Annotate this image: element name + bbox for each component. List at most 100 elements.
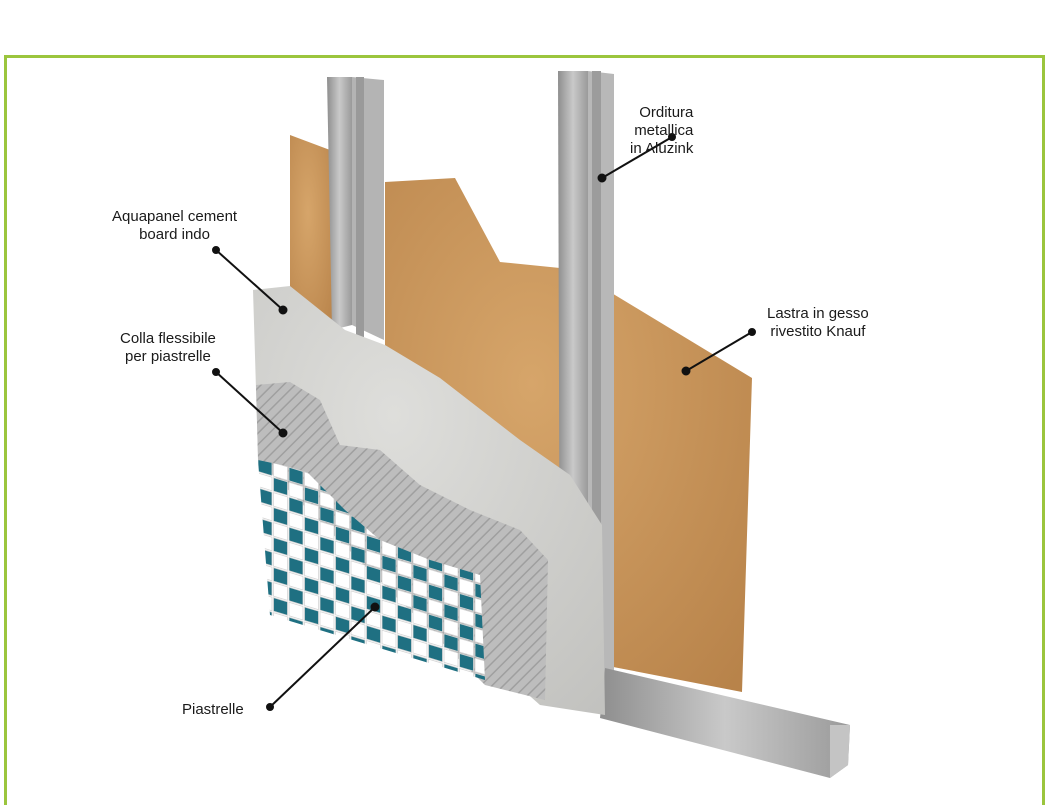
tile xyxy=(319,566,335,585)
tile xyxy=(288,616,304,636)
tile xyxy=(381,644,397,664)
tile xyxy=(351,681,365,699)
label-lastra: Lastra in gesso rivestito Knauf xyxy=(767,305,869,340)
tile xyxy=(288,496,304,516)
tile xyxy=(289,692,303,710)
tile xyxy=(460,698,474,716)
tile xyxy=(319,596,335,615)
tile xyxy=(288,571,304,591)
tile xyxy=(397,634,412,654)
tile xyxy=(350,560,366,580)
tile xyxy=(429,734,443,752)
tile xyxy=(459,577,474,597)
tile xyxy=(459,592,474,612)
tile xyxy=(367,716,381,734)
tile xyxy=(288,466,304,486)
tile xyxy=(366,535,381,554)
tile xyxy=(258,517,273,537)
tile xyxy=(273,522,288,541)
tile xyxy=(258,577,273,597)
tile xyxy=(304,546,319,566)
tile xyxy=(460,728,474,746)
metal-stud-left xyxy=(327,77,384,340)
tile xyxy=(335,675,350,680)
tile xyxy=(335,660,350,680)
tile xyxy=(443,618,459,638)
tile xyxy=(428,658,443,678)
tile xyxy=(273,612,288,631)
tile xyxy=(381,614,397,634)
tile xyxy=(350,590,366,610)
tile xyxy=(475,718,489,736)
tile xyxy=(412,563,428,583)
tile xyxy=(320,702,334,720)
tile xyxy=(474,672,485,680)
tile xyxy=(428,583,443,603)
tile xyxy=(258,562,273,582)
tile xyxy=(288,586,304,606)
tile xyxy=(381,584,397,604)
tile xyxy=(459,622,474,642)
tile xyxy=(381,554,397,574)
tile xyxy=(475,688,489,706)
tile xyxy=(304,576,319,596)
tile xyxy=(460,743,474,761)
tile xyxy=(350,650,366,670)
tile xyxy=(459,607,474,627)
tile xyxy=(335,510,350,530)
tile xyxy=(366,565,381,584)
tile xyxy=(397,649,412,669)
tile xyxy=(381,599,397,619)
tile xyxy=(288,631,304,651)
tile xyxy=(382,690,396,708)
tile xyxy=(397,589,412,609)
tile xyxy=(413,730,427,748)
tile xyxy=(304,606,319,626)
tile xyxy=(444,739,458,757)
tile xyxy=(412,623,428,643)
tile xyxy=(491,723,505,741)
tile xyxy=(288,541,304,561)
tile xyxy=(443,648,459,668)
tile xyxy=(336,691,350,709)
tile xyxy=(335,585,350,605)
tile xyxy=(273,507,288,526)
tile xyxy=(381,629,397,649)
tile xyxy=(258,487,273,507)
tile xyxy=(366,550,381,569)
tile xyxy=(258,683,272,701)
tile xyxy=(305,682,319,700)
tile xyxy=(258,592,273,612)
tile xyxy=(258,622,273,642)
tile xyxy=(444,709,458,727)
tile xyxy=(491,753,505,771)
tile xyxy=(335,555,350,575)
tile xyxy=(304,486,319,506)
tile xyxy=(428,673,443,680)
tile xyxy=(273,537,288,556)
tile xyxy=(258,637,273,657)
tile xyxy=(335,525,350,545)
tile xyxy=(443,678,459,680)
tile xyxy=(491,693,505,711)
tile xyxy=(350,530,366,550)
tile xyxy=(335,615,350,635)
gypsum-board-back-left xyxy=(290,135,335,330)
tile xyxy=(319,551,335,570)
tile xyxy=(397,619,412,639)
tile xyxy=(398,695,412,713)
tile xyxy=(460,683,474,701)
tile xyxy=(443,633,459,653)
tile xyxy=(475,748,489,766)
tile xyxy=(319,626,335,645)
tile xyxy=(288,511,304,531)
diagram-frame xyxy=(4,55,1045,805)
tile xyxy=(443,663,459,680)
tile xyxy=(366,640,381,659)
tile xyxy=(381,659,397,679)
tile xyxy=(288,526,304,546)
tile xyxy=(273,477,288,496)
tile xyxy=(350,665,366,680)
tile xyxy=(336,706,350,724)
tile xyxy=(304,531,319,551)
